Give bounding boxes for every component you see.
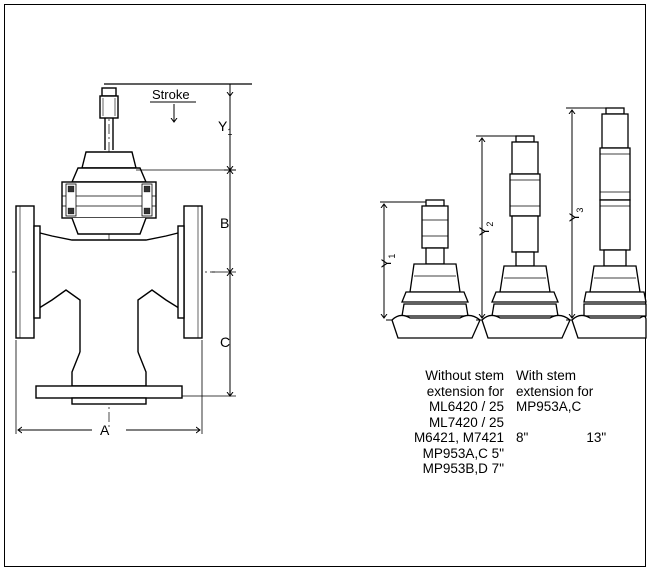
y-dimension-lines <box>384 110 572 318</box>
a-label: A <box>100 422 110 438</box>
with-header-line-2: extension for <box>516 383 594 399</box>
y3-label: Y3 <box>566 208 585 222</box>
without-header-line-1: Without stem <box>425 368 504 383</box>
without-row-mp953bd: MP953B,D 7" <box>422 461 504 476</box>
stem-variant-without-extension <box>380 199 481 339</box>
stem-variant-8in-extension <box>476 135 571 339</box>
with-extension-values: 8" 13" <box>516 430 646 446</box>
without-row-mp953ac: MP953A,C 5" <box>422 445 504 461</box>
y2-label: Y2 <box>476 222 495 236</box>
y1-label: Y1 <box>218 118 232 137</box>
stroke-label: Stroke <box>152 87 190 102</box>
diagram-frame <box>4 4 646 567</box>
ext-8-value: 8" <box>516 430 529 445</box>
with-spacer <box>516 415 646 431</box>
y1-right-label: Y1 <box>378 254 397 268</box>
b-label: B <box>220 215 229 231</box>
stem-variant-13in-extension <box>566 107 647 339</box>
with-header-line-1: With stem <box>516 368 577 383</box>
without-header-line-2: extension for <box>426 383 504 399</box>
with-header-line-3: MP953A,C <box>516 399 582 414</box>
without-row-ml6420: ML6420 / 25 <box>428 399 504 414</box>
without-row-m6421: M6421, M7421 <box>413 430 504 445</box>
without-row-ml7420: ML7420 / 25 <box>428 414 504 430</box>
valve-body <box>12 83 252 434</box>
with-extension-table: With stem extension for MP953A,C 8" 13" <box>516 368 646 446</box>
c-label: C <box>220 334 230 350</box>
without-extension-table: Without stem extension for ML6420 / 25 M… <box>380 368 504 477</box>
ext-13-value: 13" <box>586 430 607 445</box>
